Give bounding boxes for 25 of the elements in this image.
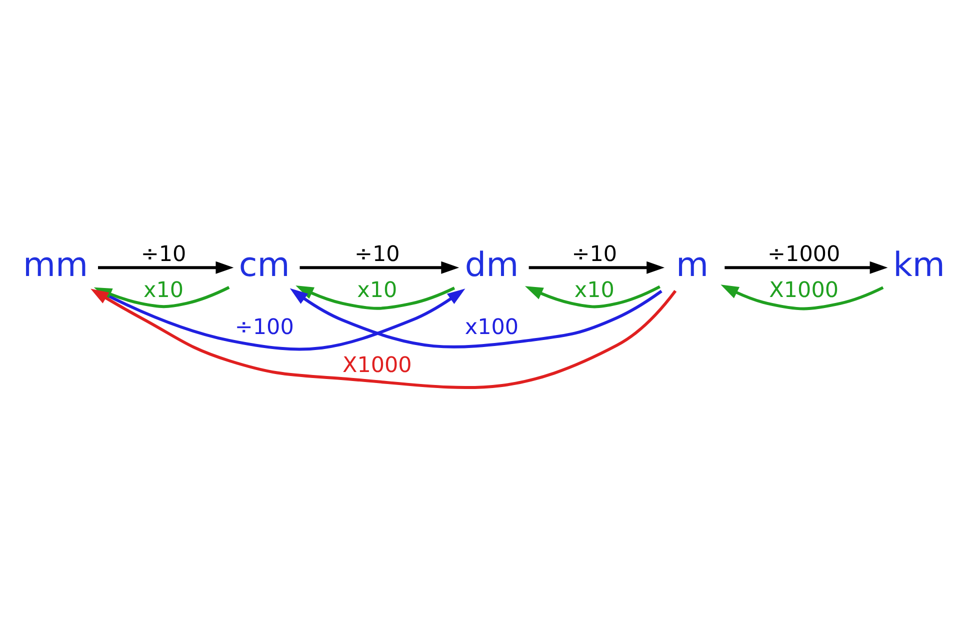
edge-label: ÷10: [572, 242, 618, 267]
node-text: dm: [464, 244, 519, 284]
edge-label: x10: [357, 278, 398, 303]
arrow: [528, 261, 665, 274]
edge-label: ÷100: [234, 314, 294, 340]
edge-label: X1000: [769, 278, 839, 303]
edge-label: ÷10: [140, 242, 186, 267]
edge-label: x100: [464, 314, 519, 340]
edge-label: ÷1000: [768, 242, 840, 267]
edge-label: X1000: [342, 352, 412, 378]
arrow: [296, 285, 456, 310]
edge-label: ÷10: [354, 242, 400, 267]
arrow: [290, 288, 662, 348]
arrow: [300, 261, 460, 274]
edge-label: x10: [574, 278, 614, 303]
arrow: [720, 284, 884, 310]
arrow: [90, 288, 677, 390]
arrow: [524, 285, 660, 308]
node-text: km: [893, 244, 945, 284]
arrow: [724, 261, 888, 274]
node-text: cm: [238, 244, 290, 284]
arrow: [98, 261, 234, 274]
node-text: m: [676, 244, 709, 284]
node-text: mm: [22, 244, 88, 284]
edge-label: x10: [144, 278, 184, 303]
